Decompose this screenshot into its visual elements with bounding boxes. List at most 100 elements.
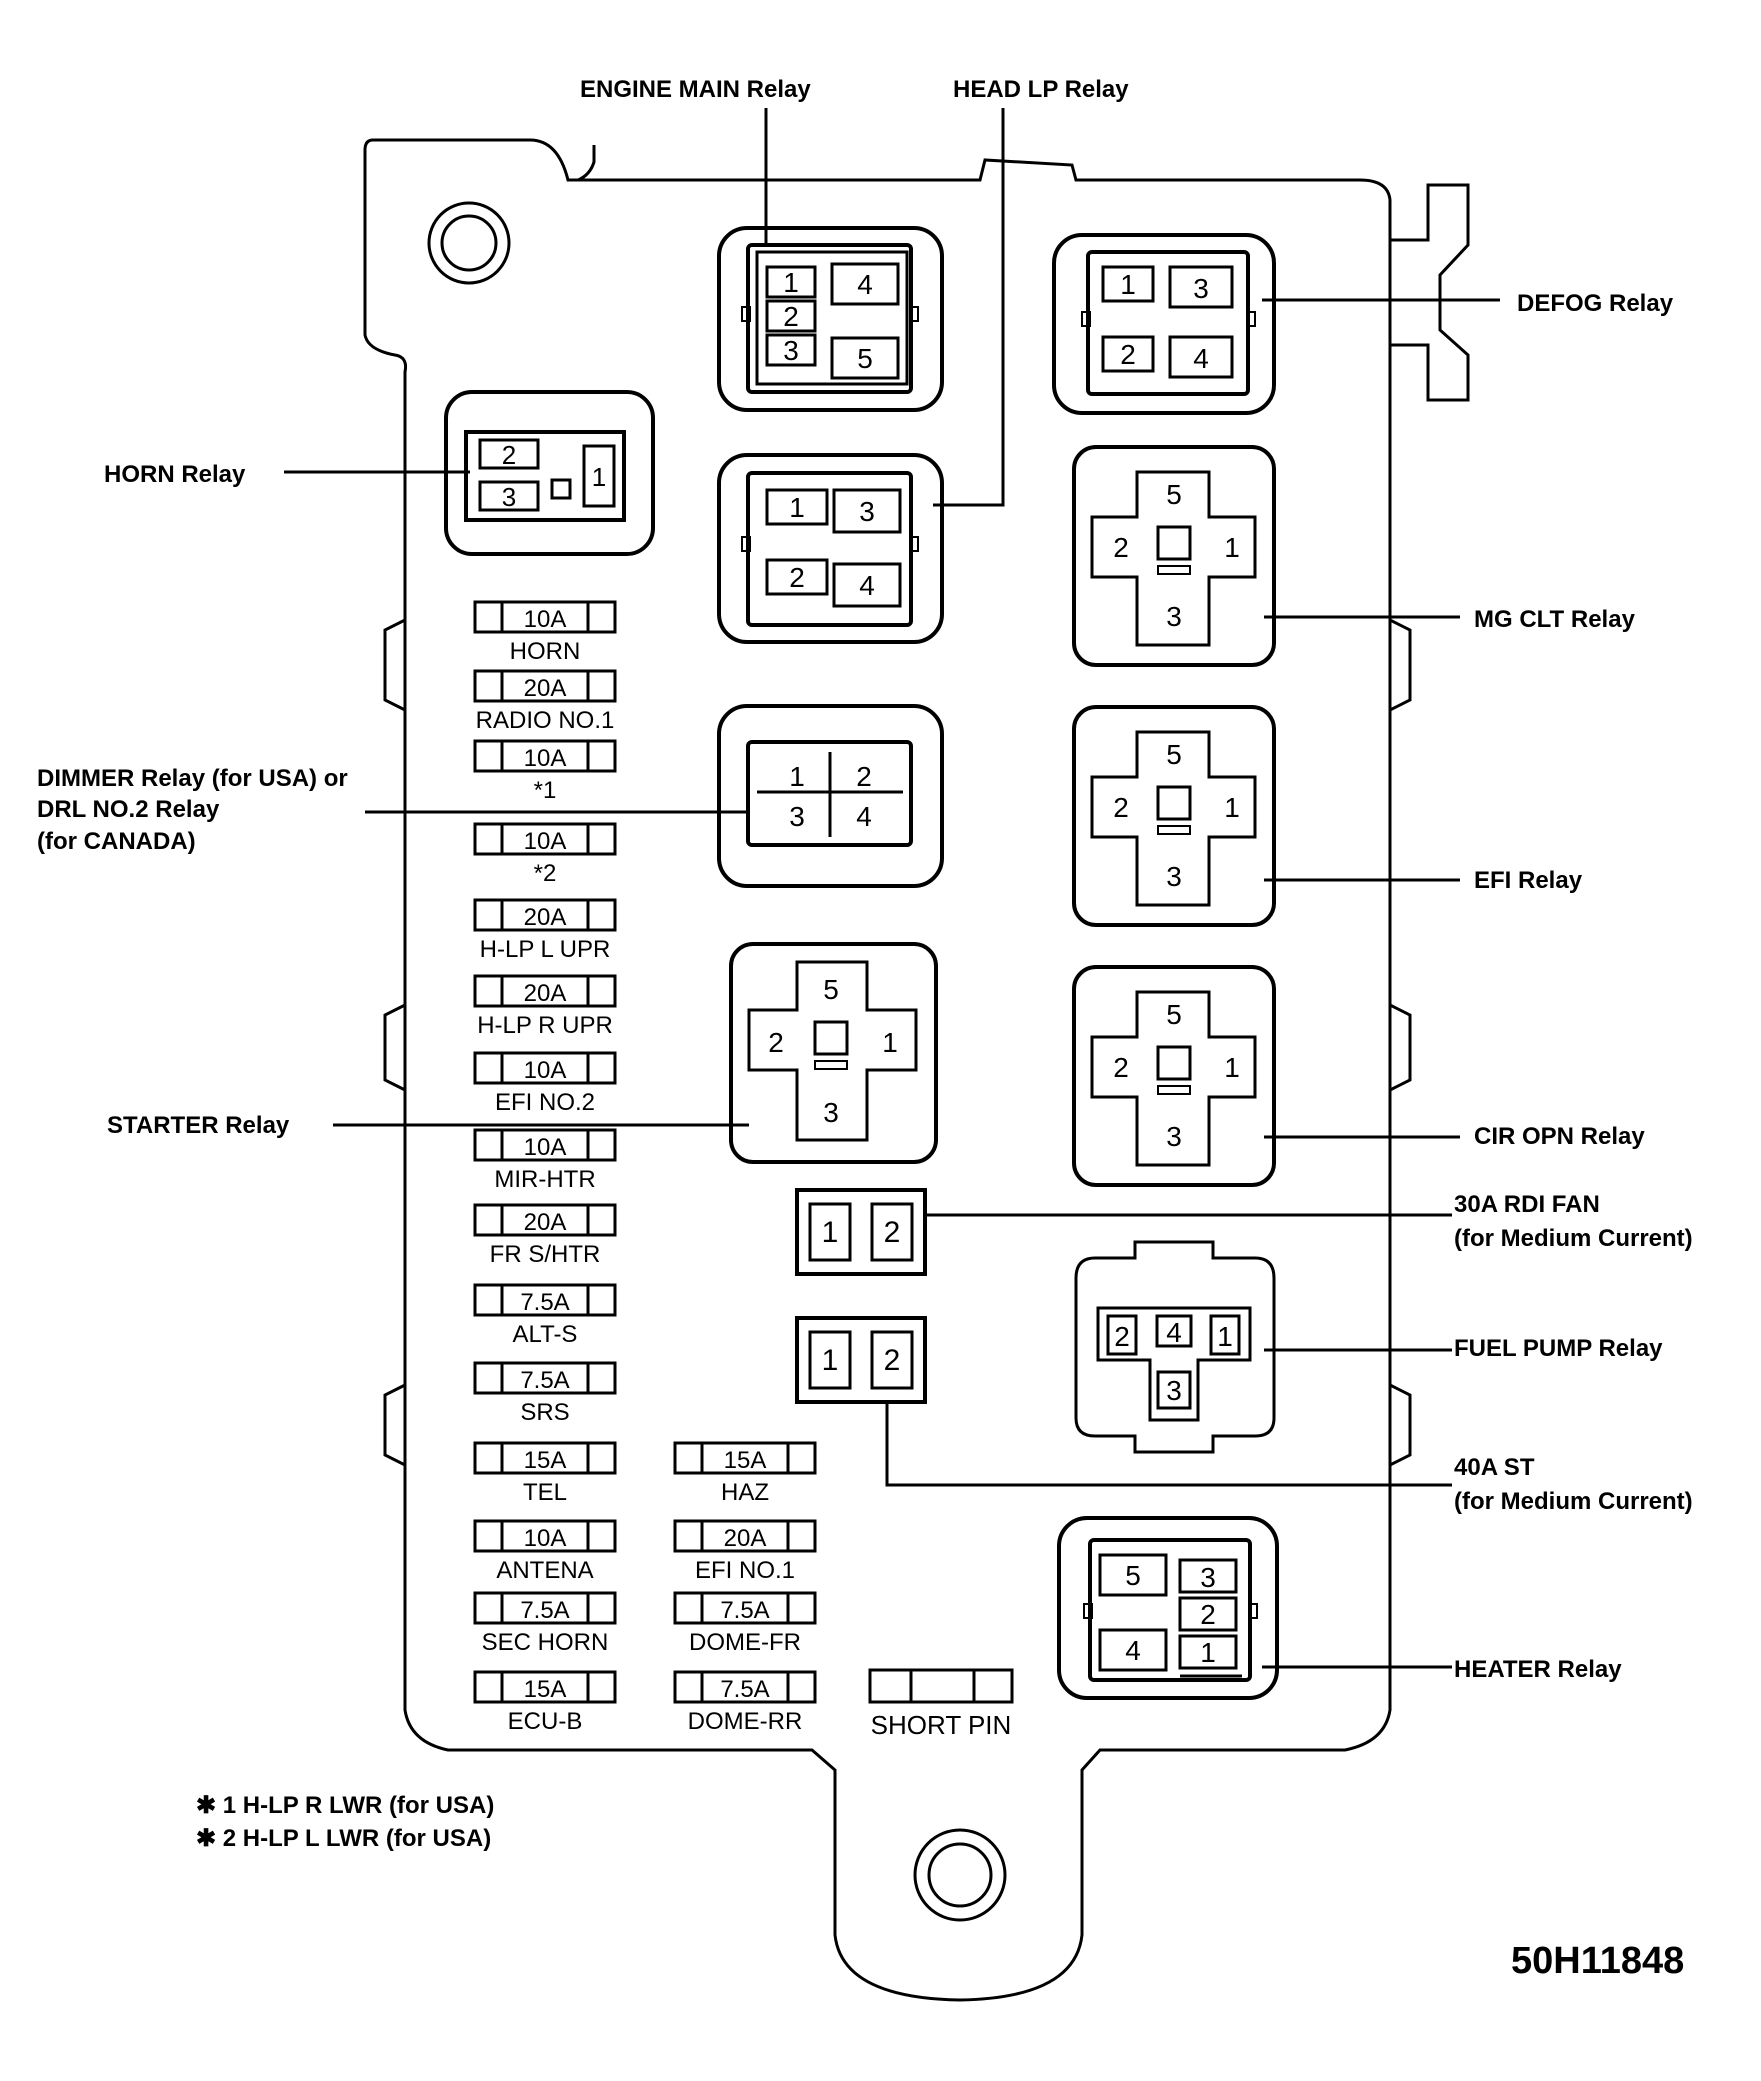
- fuse-amperage: 7.5A: [520, 1597, 569, 1624]
- fuse-amperage: 7.5A: [520, 1289, 569, 1316]
- fuse-name: FR S/HTR: [490, 1241, 601, 1268]
- mg-clt-pin: 1: [1224, 532, 1240, 563]
- efi-relay-pin: 3: [1166, 861, 1182, 892]
- horn-pin: 3: [502, 482, 516, 512]
- cir-opn-pin: 3: [1166, 1121, 1182, 1152]
- bottom-mount-hole: [913, 1828, 1007, 1922]
- horn-pin: 2: [502, 440, 516, 470]
- starter-relay: 5 2 1 3: [729, 942, 938, 1164]
- fuse-amperage: 7.5A: [720, 1676, 769, 1703]
- head-lp-relay: 1 3 2 4: [717, 453, 944, 644]
- heater-pin: 1: [1200, 1637, 1216, 1668]
- rdi-fan-label-1: 30A RDI FAN: [1454, 1191, 1600, 1218]
- fuel-pump-relay-label: FUEL PUMP Relay: [1454, 1335, 1663, 1362]
- st-label-1: 40A ST: [1454, 1454, 1535, 1481]
- fuse-name: HAZ: [721, 1479, 769, 1506]
- heater-pin: 3: [1200, 1562, 1216, 1593]
- st-label-2: (for Medium Current): [1454, 1488, 1693, 1515]
- mg-clt-relay-label: MG CLT Relay: [1474, 606, 1636, 633]
- engine-main-pin: 1: [783, 267, 799, 298]
- mg-clt-pin: 2: [1113, 532, 1129, 563]
- fuse-name: RADIO NO.1: [476, 707, 615, 734]
- heater-pin: 4: [1125, 1635, 1141, 1666]
- engine-main-pin: 4: [857, 269, 873, 300]
- head-lp-relay-label: HEAD LP Relay: [953, 76, 1129, 103]
- defog-relay: 1 3 2 4: [1052, 233, 1276, 415]
- cir-opn-relay: 5 2 1 3: [1072, 965, 1276, 1187]
- cir-opn-relay-label: CIR OPN Relay: [1474, 1123, 1645, 1150]
- horn-pin: 1: [592, 462, 606, 492]
- horn-relay-label: HORN Relay: [104, 461, 246, 488]
- engine-main-pin: 5: [857, 343, 873, 374]
- short-pin: SHORT PIN: [868, 1668, 1014, 1740]
- efi-relay: 5 2 1 3: [1072, 705, 1276, 927]
- fuse-name: H-LP L UPR: [480, 936, 611, 963]
- engine-main-relay-label: ENGINE MAIN Relay: [580, 76, 811, 103]
- dimmer-pin: 1: [789, 761, 805, 792]
- head-lp-pin: 1: [789, 492, 805, 523]
- horn-relay: 2 3 1: [444, 390, 655, 556]
- callout-labels: ENGINE MAIN Relay HEAD LP Relay DEFOG Re…: [37, 76, 1693, 1683]
- efi-relay-pin: 5: [1166, 739, 1182, 770]
- fuse-name: H-LP R UPR: [477, 1012, 613, 1039]
- efi-relay-label: EFI Relay: [1474, 867, 1583, 894]
- starter-pin: 2: [768, 1027, 784, 1058]
- mg-clt-relay: 5 2 1 3: [1072, 445, 1276, 667]
- defog-pin: 2: [1120, 339, 1136, 370]
- fuse: 15A HAZ: [673, 1441, 817, 1506]
- fuel-pump-pin: 4: [1166, 1317, 1182, 1348]
- fuse-name: *1: [534, 777, 557, 804]
- fuse-name: MIR-HTR: [494, 1166, 595, 1193]
- rdi-fan-label-2: (for Medium Current): [1454, 1225, 1693, 1252]
- defog-pin: 1: [1120, 269, 1136, 300]
- head-lp-pin: 3: [859, 496, 875, 527]
- figure-id: 50H11848: [1511, 1940, 1684, 1982]
- fuse-amperage: 7.5A: [520, 1367, 569, 1394]
- fuse-amperage: 10A: [524, 828, 567, 855]
- engine-main-relay: 1 2 3 4 5: [717, 226, 944, 412]
- fuse-amperage: 20A: [524, 904, 567, 931]
- dimmer-pin: 2: [856, 761, 872, 792]
- defog-pin: 4: [1193, 343, 1209, 374]
- starter-relay-label: STARTER Relay: [107, 1112, 290, 1139]
- heater-relay: 5 3 2 4 1: [1057, 1516, 1279, 1700]
- short-pin-label: SHORT PIN: [871, 1710, 1012, 1740]
- fuse-amperage: 10A: [524, 1057, 567, 1084]
- footnote-2: ✱ 2 H-LP L LWR (for USA): [196, 1825, 491, 1852]
- fuse: 10A*1: [473, 739, 617, 804]
- heater-pin: 5: [1125, 1560, 1141, 1591]
- top-mount-hole: [427, 201, 511, 285]
- dimmer-relay-label-3: (for CANADA): [37, 828, 196, 855]
- efi-relay-pin: 1: [1224, 792, 1240, 823]
- fuse-amperage: 15A: [524, 1676, 567, 1703]
- fuse-name: EFI NO.1: [695, 1557, 795, 1584]
- fuse: 10A*2: [473, 822, 617, 887]
- fuse-amperage: 15A: [724, 1447, 767, 1474]
- fuse-amperage: 10A: [524, 606, 567, 633]
- dimmer-pin: 4: [856, 801, 872, 832]
- footnote-1: ✱ 1 H-LP R LWR (for USA): [196, 1792, 494, 1819]
- mg-clt-pin: 3: [1166, 601, 1182, 632]
- head-lp-pin: 2: [789, 562, 805, 593]
- rdi-fan-pin: 1: [822, 1216, 839, 1249]
- dimmer-relay: 1 2 3 4: [717, 704, 944, 888]
- fuse: 20A H-LP R UPR: [473, 974, 617, 1039]
- rdi-fan-fusible-link: 1 2: [795, 1188, 927, 1276]
- fuse-name: *2: [534, 860, 557, 887]
- head-lp-pin: 4: [859, 570, 875, 601]
- efi-relay-pin: 2: [1113, 792, 1129, 823]
- defog-relay-label: DEFOG Relay: [1517, 290, 1674, 317]
- fuse-amperage: 20A: [524, 980, 567, 1007]
- fuse-name: DOME-RR: [688, 1708, 803, 1735]
